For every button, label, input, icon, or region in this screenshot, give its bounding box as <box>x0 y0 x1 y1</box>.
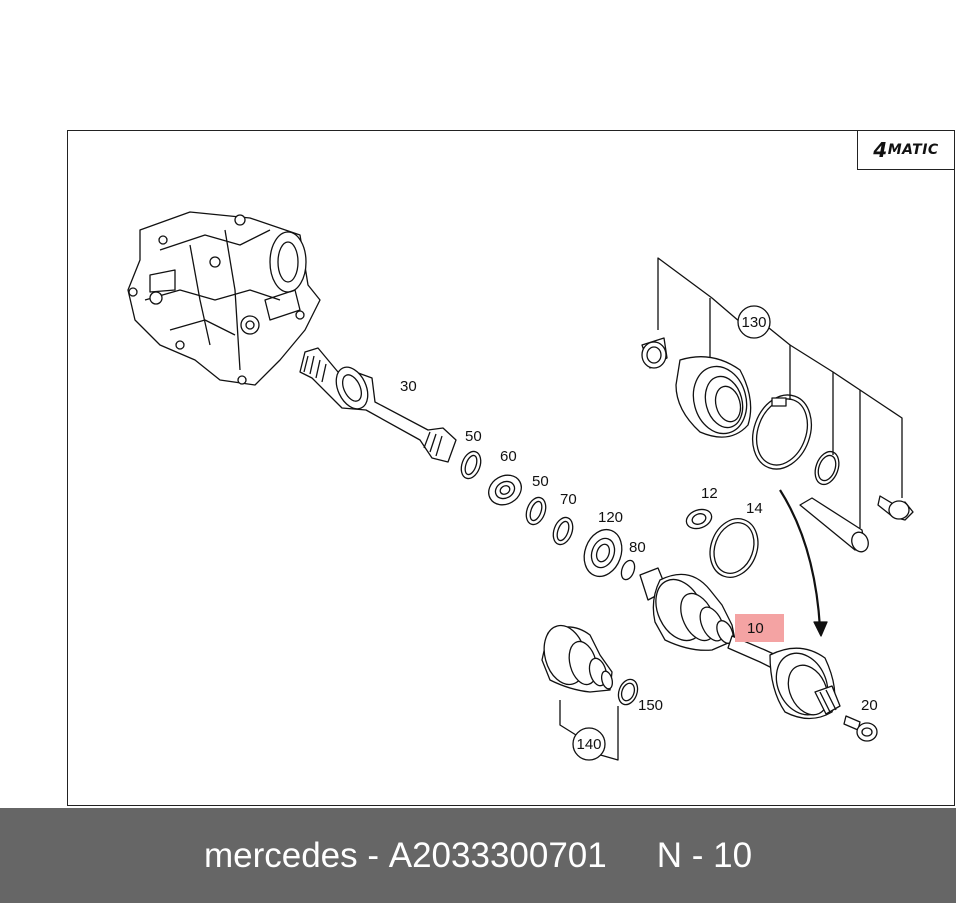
snap-ring-70 <box>552 516 574 546</box>
boot-kit-130 <box>641 337 914 553</box>
exploded-parts-diagram: 30 50 60 50 70 120 80 12 14 130 10 140 1… <box>127 211 914 761</box>
caption-separator: - <box>357 835 389 875</box>
seal-120 <box>583 528 623 578</box>
label-30: 30 <box>400 378 417 395</box>
badge-lead: 4 <box>873 138 888 162</box>
snap-ring-50b <box>525 496 547 526</box>
snap-ring-50a <box>460 450 482 480</box>
diagram-position: N - 10 <box>656 835 753 875</box>
part-number: A2033300701 <box>388 835 607 875</box>
label-14: 14 <box>746 500 763 517</box>
label-50b: 50 <box>532 473 549 490</box>
differential-housing <box>127 211 321 386</box>
snap-ring-80 <box>620 559 636 581</box>
badge-text: MATIC <box>887 142 939 158</box>
clip-12 <box>685 508 713 530</box>
label-140: 140 <box>576 736 601 753</box>
label-120: 120 <box>598 509 623 526</box>
label-70: 70 <box>560 491 577 508</box>
label-20: 20 <box>861 697 878 714</box>
label-60: 60 <box>500 448 517 465</box>
bolt-20 <box>843 715 878 742</box>
label-130: 130 <box>741 314 766 331</box>
shaft-30 <box>299 347 457 463</box>
boot-kit-140 <box>541 624 614 693</box>
label-10: 10 <box>747 620 764 637</box>
ring-14 <box>709 518 759 578</box>
highlight-10 <box>735 614 784 642</box>
label-150: 150 <box>638 697 663 714</box>
callout-circle-130 <box>737 305 771 339</box>
callout-circle-140 <box>572 727 606 761</box>
part-caption-bar: mercedes - A2033300701 N - 10 <box>0 808 956 903</box>
label-80: 80 <box>629 539 646 556</box>
bearing-60 <box>488 474 522 506</box>
clamp-150 <box>617 678 639 706</box>
direction-arrow <box>779 489 828 637</box>
callout-130-lines <box>657 257 903 528</box>
label-12: 12 <box>701 485 718 502</box>
brand-name: mercedes <box>203 835 358 875</box>
drive-shaft-10 <box>639 567 841 720</box>
label-50a: 50 <box>465 428 482 445</box>
